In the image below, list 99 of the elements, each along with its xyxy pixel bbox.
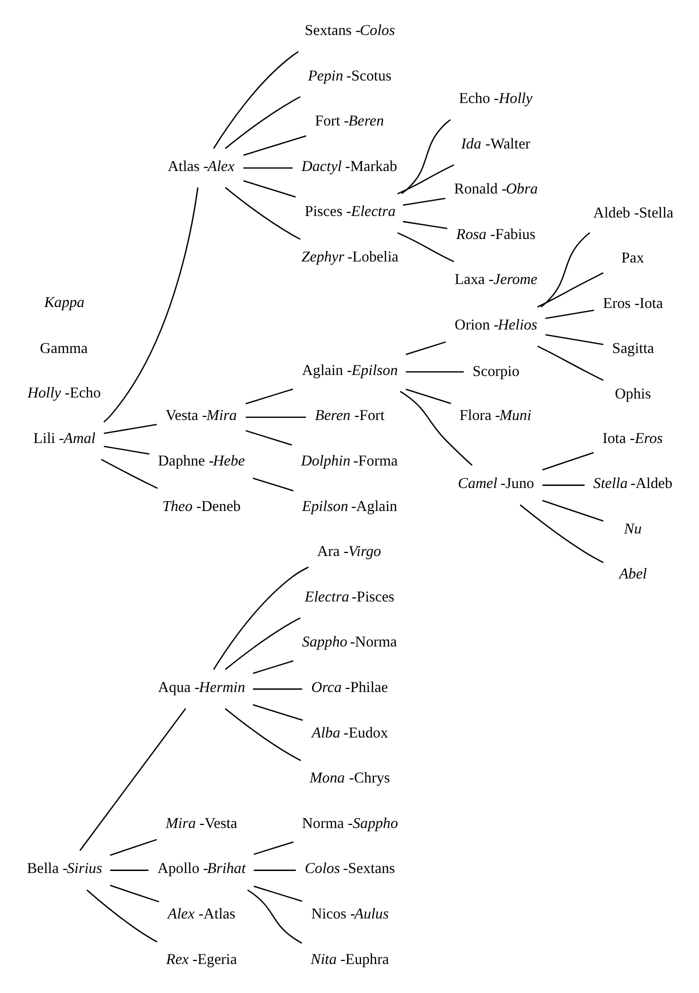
node-text: Vesta -Mira <box>166 408 237 424</box>
node-text: Epilson -Aglain <box>302 498 398 515</box>
node-text: Rosa -Fabius <box>456 226 536 243</box>
node-text: Atlas -Alex <box>168 158 234 175</box>
connector <box>537 272 604 308</box>
connector <box>110 838 157 856</box>
connector <box>540 232 590 308</box>
node-text: Sagitta <box>612 341 654 358</box>
node-text: Alba -Eudox <box>312 725 388 742</box>
connector <box>224 187 301 240</box>
connector <box>520 504 604 564</box>
connector <box>110 870 148 871</box>
node-text: Electra -Pisces <box>304 589 394 606</box>
node-text: Aglain -Epilson <box>302 362 398 379</box>
connector <box>397 232 454 262</box>
node-text: Zephyr -Lobelia <box>301 250 398 266</box>
connector <box>252 688 302 690</box>
node-text: Pepin -Scotus <box>308 68 392 84</box>
node-text: Rex -Egeria <box>166 952 237 968</box>
node-text: Nicos -Aulus <box>311 906 389 923</box>
connector <box>213 51 299 149</box>
node-text: Pisces -Electra <box>304 204 396 220</box>
connector <box>104 446 150 455</box>
connector <box>537 346 604 381</box>
node-text: Dactyl -Markab <box>301 158 398 175</box>
node-text: Bella -Sirius <box>26 861 102 878</box>
connector <box>246 416 306 418</box>
node-text: Dolphin -Forma <box>300 453 398 470</box>
node-text: Beren -Fort <box>314 408 385 424</box>
connector <box>247 889 302 944</box>
connector <box>224 617 301 670</box>
connector <box>254 886 302 902</box>
connector <box>400 390 473 466</box>
node-text: Scorpio <box>472 364 520 380</box>
connector <box>254 870 296 871</box>
node-text: Sextans -Colos <box>304 23 395 39</box>
connector <box>252 478 294 492</box>
node-text: Aldeb -Stella <box>593 205 674 222</box>
connector <box>545 334 604 346</box>
connector <box>401 119 451 194</box>
connector <box>213 566 309 670</box>
node-text: Apollo -Brihat <box>157 861 246 878</box>
node-text: Fort -Beren <box>314 114 384 130</box>
node-text: Orion -Helios <box>454 318 538 334</box>
connector <box>402 220 448 230</box>
node-text: Mira -Vesta <box>166 816 238 832</box>
node-text: Daphne -Hebe <box>158 453 245 470</box>
node-text: Alex -Atlas <box>168 906 236 923</box>
node-text: Lili -Amal <box>33 430 96 447</box>
connector <box>243 167 293 169</box>
node-text: Orca -Philae <box>311 680 388 696</box>
label: Holly -Echo <box>27 385 101 402</box>
node-text: Camel -Juno <box>458 476 534 492</box>
connector <box>86 890 158 943</box>
node-text: Theo -Deneb <box>162 498 241 515</box>
connector <box>252 660 294 674</box>
connector <box>542 452 594 470</box>
connector <box>79 708 186 851</box>
node-text: Ophis <box>614 386 651 403</box>
node-text: Ronald -Obra <box>454 182 538 198</box>
connector <box>246 388 294 404</box>
node-text: Flora -Muni <box>460 408 532 424</box>
node-text: Abel <box>619 566 647 583</box>
connector <box>243 135 306 156</box>
connector <box>100 458 158 489</box>
connector <box>542 484 585 486</box>
node-text: Eros -Iota <box>603 296 663 312</box>
connector <box>246 430 292 446</box>
connector <box>104 424 157 434</box>
node-text: Stella -Aldeb <box>593 476 672 492</box>
node-text: Ida -Walter <box>461 136 530 152</box>
label: Kappa <box>44 294 84 311</box>
connector <box>402 198 446 206</box>
connector <box>224 96 301 150</box>
connector <box>103 187 198 423</box>
node-text: Norma -Sappho <box>302 816 398 832</box>
node-text: Aqua -Hermin <box>158 680 246 696</box>
node-text: Pax <box>621 250 644 267</box>
connector <box>542 500 604 522</box>
connector <box>397 164 454 194</box>
connector <box>243 180 296 198</box>
connector <box>406 341 446 356</box>
connector <box>406 371 464 373</box>
node-text: Laxa -Jerome <box>454 272 538 288</box>
node-text: Ara -Virgo <box>317 544 382 560</box>
node-text: Nita -Euphra <box>310 952 389 968</box>
node-text: Mona -Chrys <box>310 770 390 787</box>
node-text: Colos -Sextans <box>304 861 396 878</box>
connector <box>110 884 160 902</box>
connector <box>254 841 294 855</box>
connector <box>406 388 452 404</box>
label: Gamma <box>40 341 88 358</box>
connector <box>224 708 302 762</box>
node-text: Iota -Eros <box>602 430 663 447</box>
node-text: Nu <box>624 521 642 538</box>
connector <box>545 310 594 320</box>
connector <box>252 704 303 721</box>
node-text: Sappho -Norma <box>302 634 397 651</box>
node-text: Echo -Holly <box>458 90 532 107</box>
